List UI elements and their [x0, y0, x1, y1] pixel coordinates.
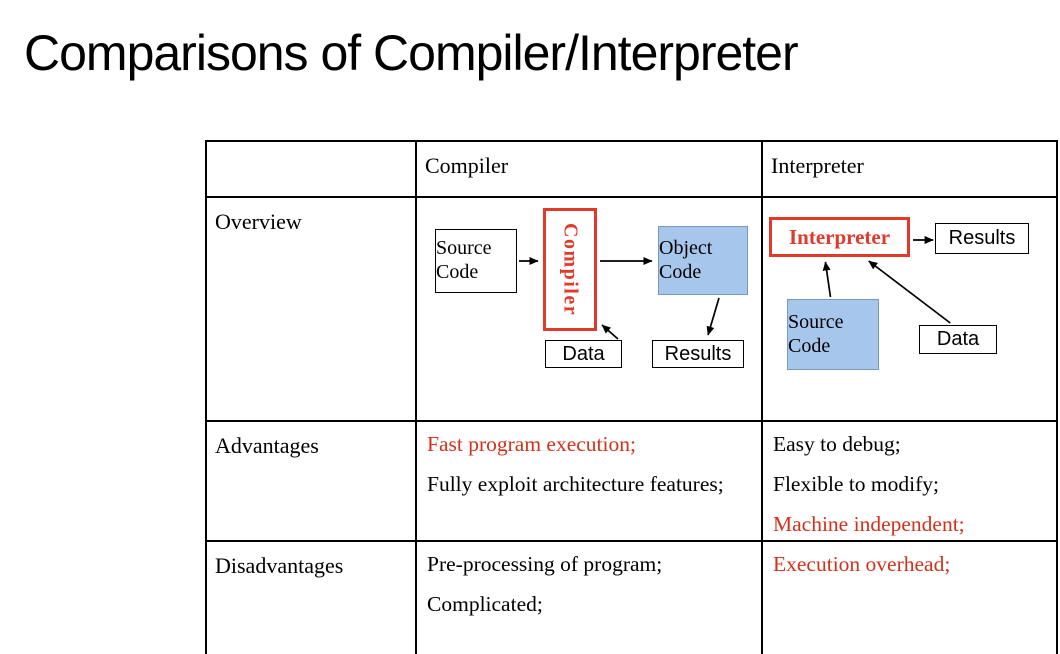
disadvantage-item: Execution overhead;	[773, 552, 951, 576]
header-interpreter: Interpreter	[763, 142, 1056, 198]
interpreter-label: Interpreter	[788, 224, 891, 249]
data-box: Data	[545, 340, 622, 368]
interpreter-diagram-arrows	[822, 236, 951, 324]
advantages-compiler-cell: Fast program execution; Fully exploit ar…	[417, 422, 763, 542]
advantages-interpreter-cell: Easy to debug; Flexible to modify; Machi…	[763, 422, 1056, 542]
source-code-box: Source Code	[435, 229, 517, 293]
compiler-label: Compiler	[559, 222, 582, 317]
slide-title: Comparisons of Compiler/Interpreter	[24, 25, 799, 81]
advantage-item: Easy to debug;	[773, 432, 901, 456]
disadvantages-compiler-cell: Pre-processing of program; Complicated;	[417, 542, 763, 654]
results-box: Results	[935, 223, 1029, 254]
arrow-data-to-compiler	[601, 324, 619, 340]
disadvantage-item: Pre-processing of program;	[427, 552, 663, 576]
source-code-label: Source Code	[788, 310, 844, 357]
header-compiler: Compiler	[417, 142, 763, 198]
arrow-data-to-interpreter	[868, 260, 951, 324]
overview-compiler-cell: Source Code Compiler Object Code Data Re…	[417, 198, 763, 422]
header-empty-cell	[207, 142, 417, 198]
results-label: Results	[948, 227, 1016, 249]
overview-interpreter-cell: Interpreter Results Source Code Data	[763, 198, 1056, 422]
results-box: Results	[652, 340, 744, 368]
arrow-object-to-results	[706, 297, 720, 336]
advantage-item: Machine independent;	[773, 511, 965, 536]
disadvantage-item: Complicated;	[427, 591, 543, 616]
advantage-item: Fully exploit architecture features;	[427, 471, 724, 496]
data-box: Data	[919, 325, 997, 354]
disadvantages-interpreter-cell: Execution overhead;	[763, 542, 1056, 654]
interpreter-box: Interpreter	[769, 217, 910, 257]
comparison-table: Compiler Interpreter Overview Source Cod…	[205, 140, 1058, 654]
compiler-box: Compiler	[543, 208, 597, 331]
arrow-source-to-interpreter	[822, 261, 832, 298]
object-code-label: Object Code	[659, 236, 713, 283]
source-code-label: Source Code	[436, 237, 492, 283]
row-label-overview: Overview	[207, 198, 417, 422]
advantage-item: Flexible to modify;	[773, 471, 940, 496]
advantage-item: Fast program execution;	[427, 432, 636, 456]
compiler-diagram-arrows	[519, 257, 720, 340]
source-code-box: Source Code	[787, 299, 879, 370]
data-label: Data	[562, 342, 605, 365]
data-label: Data	[936, 328, 980, 350]
row-label-disadvantages: Disadvantages	[207, 542, 417, 654]
object-code-box: Object Code	[658, 226, 748, 295]
results-label: Results	[664, 342, 732, 365]
row-label-advantages: Advantages	[207, 422, 417, 542]
